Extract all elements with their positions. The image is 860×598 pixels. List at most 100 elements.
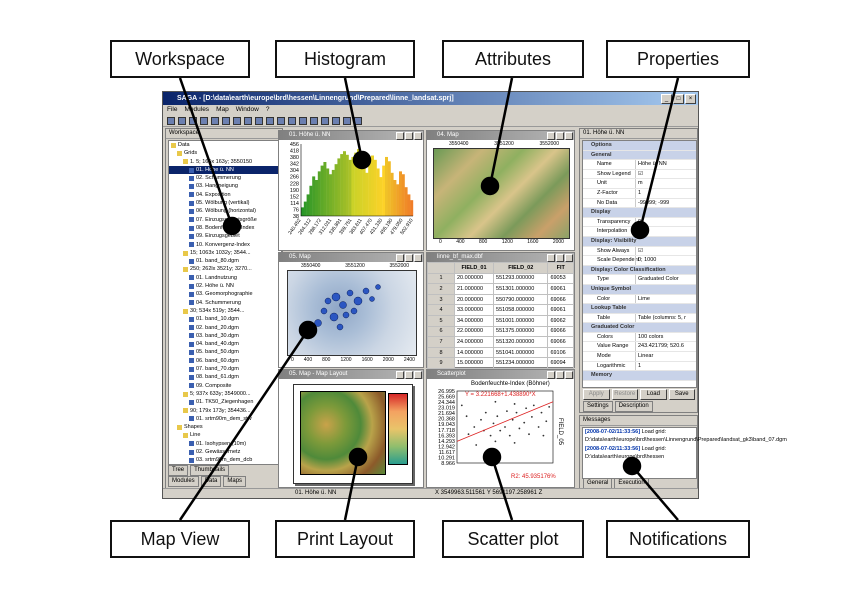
save-icon[interactable]: [178, 116, 186, 125]
table-cell[interactable]: 69106: [547, 346, 574, 359]
menu-help[interactable]: ?: [265, 106, 270, 113]
property-section[interactable]: Memory: [583, 371, 696, 381]
property-row[interactable]: No Data-99999; -999: [583, 198, 696, 209]
tree-item[interactable]: 250; 262lx 3521y; 3270...: [169, 265, 281, 273]
tree-item[interactable]: 04. band_40.dgm: [169, 340, 281, 348]
property-row[interactable]: Show Legend☑: [583, 169, 696, 180]
table-cell[interactable]: 551234.000000: [493, 357, 549, 369]
table-cell[interactable]: 69053: [547, 272, 574, 285]
table-cell[interactable]: 14.000000: [453, 346, 495, 359]
pan-icon[interactable]: [321, 116, 329, 125]
property-value[interactable]: 100 colors: [635, 332, 696, 342]
diamond-icon[interactable]: [244, 116, 252, 125]
table-cell[interactable]: 551293.000000: [493, 272, 549, 285]
map-05-title-bar[interactable]: 05. Map: [279, 253, 423, 262]
property-value[interactable]: -99999; -999: [635, 198, 696, 208]
tree-item[interactable]: 30; 534x 519y; 3544...: [169, 307, 281, 315]
tab-maps[interactable]: Maps: [223, 476, 247, 487]
property-value[interactable]: Lime: [635, 294, 696, 304]
property-row[interactable]: Show Always☑: [583, 246, 696, 257]
row-number[interactable]: 4: [427, 304, 455, 316]
maximize-icon[interactable]: [405, 371, 413, 379]
tab-tree[interactable]: Tree: [168, 465, 189, 476]
maximize-icon[interactable]: [405, 254, 413, 262]
minimize-icon[interactable]: [396, 254, 404, 262]
table-cell[interactable]: 551320.000000: [493, 336, 549, 348]
map-04-title-bar[interactable]: 04. Map: [427, 131, 574, 140]
tree-item[interactable]: 07. band_70.dgm: [169, 365, 281, 373]
tree-item[interactable]: 09. Einzugsgebiet: [169, 232, 281, 240]
table-cell[interactable]: 15.000000: [453, 357, 495, 369]
close-icon[interactable]: [414, 132, 422, 140]
tree-item[interactable]: 01. TK50_Ziegenhagen: [169, 398, 281, 406]
tree-item[interactable]: 09. Composite: [169, 382, 281, 390]
row-number[interactable]: 9: [427, 357, 455, 369]
tree-item[interactable]: 10. Konvergenz-Index: [169, 241, 281, 249]
menu-file[interactable]: File: [167, 106, 178, 113]
close-icon[interactable]: [565, 254, 573, 262]
open-icon[interactable]: [167, 116, 175, 125]
tree-item[interactable]: 07. Einzugsgebietsgröße: [169, 216, 281, 224]
property-value[interactable]: 0: [635, 217, 696, 227]
row-number[interactable]: 1: [427, 272, 455, 285]
table-cell[interactable]: 69061: [547, 283, 574, 295]
workspace-icon[interactable]: [189, 116, 197, 125]
minimize-icon[interactable]: [547, 132, 555, 140]
close-icon[interactable]: [565, 132, 573, 140]
tree-item[interactable]: 01. Höhe ü. NN: [169, 165, 281, 175]
table-cell[interactable]: 33.000000: [453, 304, 495, 316]
property-section[interactable]: Display: Color Classification: [583, 265, 696, 276]
tree-item[interactable]: 03. srtm90m_dem_dcb: [169, 456, 281, 464]
property-section[interactable]: Graduated Color: [583, 323, 696, 333]
close-icon[interactable]: [414, 371, 422, 379]
tree-item[interactable]: 06. band_60.dgm: [169, 357, 281, 365]
tree-item[interactable]: 01. srtm90m_dem_stw: [169, 415, 281, 423]
table-cell[interactable]: 551375.000000: [493, 325, 549, 338]
property-value[interactable]: 1: [635, 188, 696, 198]
property-value[interactable]: 243.421799; 520.6: [635, 342, 696, 352]
column-header[interactable]: FIELD_01: [453, 262, 495, 274]
diamond-alt-icon[interactable]: [255, 116, 263, 125]
table-cell[interactable]: 69066: [547, 325, 574, 338]
table-cell[interactable]: 24.000000: [453, 336, 495, 348]
property-value[interactable]: ☑: [635, 246, 696, 256]
tab-modules[interactable]: Modules: [168, 476, 199, 487]
layer-icon[interactable]: [222, 116, 230, 125]
grid-icon[interactable]: [288, 116, 296, 125]
tab-data[interactable]: Data: [200, 476, 222, 487]
minimize-button[interactable]: _: [661, 94, 672, 104]
tree-item[interactable]: 01. Landnutzung: [169, 274, 281, 282]
maximize-button[interactable]: □: [673, 94, 684, 104]
map-04-canvas[interactable]: [433, 148, 570, 239]
tree-item[interactable]: 15; 1063x 1032y; 3544...: [169, 249, 281, 257]
tree-item[interactable]: 02. band_20.dgm: [169, 324, 281, 332]
table-cell[interactable]: 69094: [547, 357, 574, 369]
row-number[interactable]: 2: [427, 283, 455, 295]
layout-icon[interactable]: [354, 116, 362, 125]
table-cell[interactable]: 550790.000000: [493, 293, 549, 306]
property-section[interactable]: Options: [583, 141, 696, 151]
property-section[interactable]: Lookup Table: [583, 304, 696, 314]
row-number[interactable]: 6: [427, 325, 455, 338]
table-icon[interactable]: [233, 116, 241, 125]
tree-item[interactable]: 08. Bodenfeuchte-Index: [169, 224, 281, 232]
tree-item[interactable]: 1. 5; 165x 163y; 3550150: [169, 158, 281, 166]
tree-item[interactable]: Data: [169, 141, 281, 149]
tree-item[interactable]: 90; 179x 173y; 354436...: [169, 407, 281, 415]
tree-item[interactable]: 05. band_50.dgm: [169, 348, 281, 356]
scatterplot-title-bar[interactable]: Scatterplot: [427, 370, 574, 379]
menu-window[interactable]: Window: [235, 106, 259, 113]
close-button[interactable]: ×: [685, 94, 696, 104]
table-cell[interactable]: 20.000000: [453, 293, 495, 306]
copy-icon[interactable]: [277, 116, 285, 125]
table-cell[interactable]: 551001.000000: [493, 314, 549, 327]
property-section[interactable]: Display: [583, 208, 696, 218]
